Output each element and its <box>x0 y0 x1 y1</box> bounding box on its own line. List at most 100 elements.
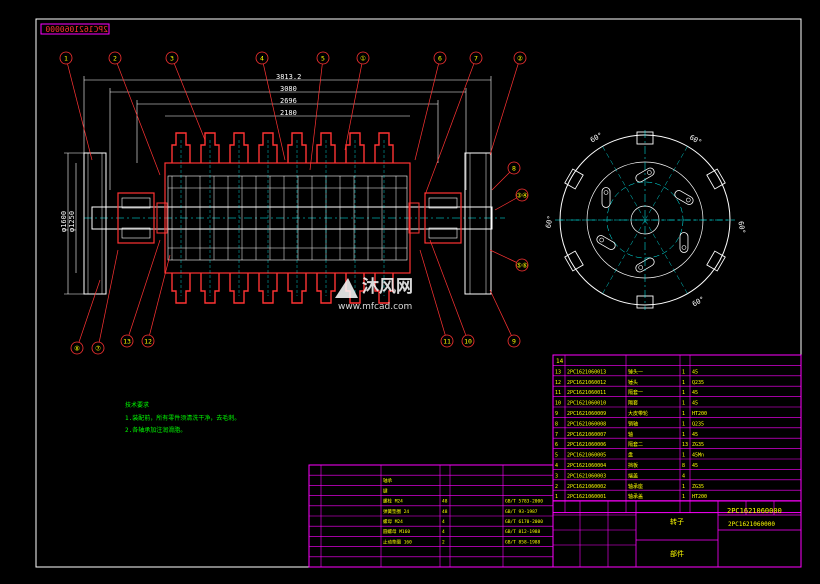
leader-line <box>65 57 93 161</box>
leader-line <box>489 289 515 342</box>
code-mirrored: 2PC1621060000 <box>45 25 108 34</box>
std-name: 圆螺母 M160 <box>383 528 410 535</box>
hammer-outline <box>564 250 584 272</box>
std-name: 止动垫圈 160 <box>383 538 412 545</box>
part-no: 2 <box>555 484 558 490</box>
hammer-top <box>316 132 336 163</box>
part-name: 隔套 <box>628 400 638 407</box>
part-no: 11 <box>555 390 561 396</box>
left-collar <box>156 202 168 234</box>
part-name: 挡板 <box>628 462 638 469</box>
end-view-radial <box>644 219 688 294</box>
right-pulley <box>464 152 492 295</box>
part-no: 9 <box>555 411 558 417</box>
balloon-top: 5 <box>321 55 325 63</box>
balloon-bottom-circle <box>440 334 454 348</box>
pin-slot <box>635 167 655 183</box>
part-name: 锤头一 <box>628 368 643 375</box>
part-no: 3 <box>555 473 558 479</box>
title-block: 2PC1621060000 转子 部件 2PC1621060000 <box>552 500 802 568</box>
balloon-bottom-circle <box>141 334 155 348</box>
dimension-lines <box>64 76 492 295</box>
leader-line <box>114 57 161 176</box>
hammer-bottom <box>171 273 191 304</box>
dim-2696: 2696 <box>280 97 297 105</box>
part-material: Q235 <box>692 421 704 427</box>
end-view-pin <box>601 187 611 208</box>
part-code: 2PC1621060004 <box>567 463 606 469</box>
part-code: 2PC1621060005 <box>567 453 606 459</box>
std-name: 螺母 M24 <box>383 518 403 525</box>
part-name: 轴承盖 <box>628 493 643 500</box>
part-material: HT200 <box>692 494 707 500</box>
pin-slot <box>674 190 694 205</box>
end-view-radial <box>602 146 646 221</box>
part-qty: 1 <box>682 380 685 386</box>
part-name: 隔套一 <box>628 389 643 396</box>
title-code-small: 2PC1621060000 <box>728 521 775 528</box>
watermark-site: www.mfcad.com <box>338 302 412 312</box>
hammer-top <box>171 132 191 163</box>
end-view-hammer <box>564 250 584 272</box>
hammer-top <box>345 132 365 163</box>
balloon-right: ② <box>517 55 523 63</box>
watermark: 沐风网 www.mfcad.com <box>335 277 413 312</box>
hammer-bottom <box>374 273 394 304</box>
std-standard: GB/T 858-1988 <box>505 539 541 545</box>
part-name: 大皮带轮 <box>628 410 648 417</box>
part-name: 锤头 <box>628 379 638 386</box>
balloon-bottom: 9 <box>512 338 516 346</box>
std-qty: 2 <box>442 539 445 545</box>
part-qty: 1 <box>682 484 685 490</box>
std-qty: 48 <box>442 509 448 515</box>
std-qty: 4 <box>442 529 445 535</box>
part-no: 5 <box>555 453 558 459</box>
dim-2180: 2180 <box>280 109 297 117</box>
part-qty: 1 <box>682 390 685 396</box>
balloon-top-circle <box>316 51 330 65</box>
part-code: 2PC1621060013 <box>567 369 606 375</box>
balloon-bottom: 10 <box>464 338 472 346</box>
std-standard: GB/T 6170-2000 <box>505 519 543 525</box>
balloon-right-circle <box>507 161 521 175</box>
balloon-top-circle <box>255 51 269 65</box>
title-unit: 部件 <box>670 549 684 558</box>
part-code: 2PC1621060011 <box>567 390 606 396</box>
part-material: 45 <box>692 369 698 375</box>
balloon-bottom: 11 <box>443 338 451 346</box>
balloon-right-circle <box>515 188 529 202</box>
rotor-end-view <box>555 130 735 310</box>
balloon-bottom: ⑦ <box>95 345 101 353</box>
part-code: 2PC1621060006 <box>567 442 606 448</box>
balloon-top: 7 <box>474 55 478 63</box>
hammer-outline <box>706 250 726 272</box>
part-qty: 4 <box>682 473 685 479</box>
part-no: 7 <box>555 432 558 438</box>
balloon-top: 3 <box>170 55 174 63</box>
balloon-bottom-circle <box>507 334 521 348</box>
std-standard: GB/T 812-1988 <box>505 529 541 535</box>
left-bearing-housing <box>117 192 155 244</box>
hammer-outline <box>706 168 726 190</box>
code-box <box>40 23 110 35</box>
leader-line <box>147 254 171 342</box>
std-standard: GB/T 93-1987 <box>505 509 538 515</box>
title-name: 转子 <box>670 517 684 526</box>
part-code: 2PC1621060012 <box>567 380 606 386</box>
balloon-bottom-circle <box>91 341 105 355</box>
part-no: 12 <box>555 380 561 386</box>
pin-hole <box>603 190 609 195</box>
leader-line <box>261 57 286 161</box>
part-qty: 1 <box>682 421 685 427</box>
pin-hole <box>686 197 691 203</box>
tech-notes-heading: 技术要求 <box>125 401 149 409</box>
part-code: 2PC1621060003 <box>567 473 606 479</box>
part-no: 13 <box>555 369 561 375</box>
part-name: 盘 <box>628 452 633 459</box>
end-view-hammer <box>706 168 726 190</box>
pin-hole <box>638 265 643 270</box>
part-name: 轴承座 <box>628 483 643 490</box>
std-qty: 4 <box>442 519 445 525</box>
